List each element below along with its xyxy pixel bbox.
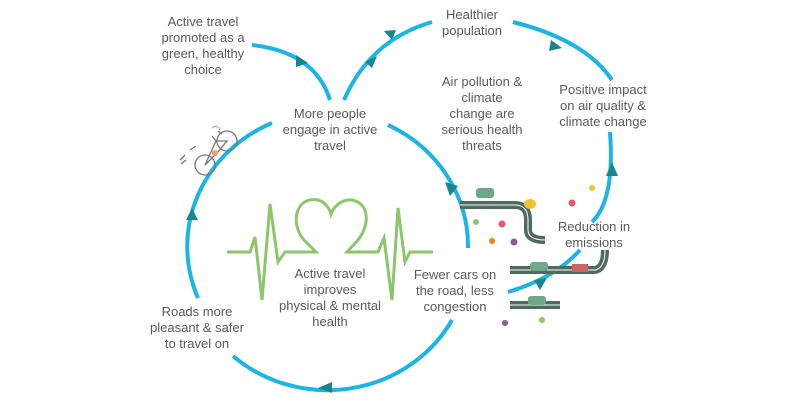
arc-promoted-to-more-people (251, 43, 332, 101)
node-promoted: Active travel promoted as a green, healt… (161, 14, 245, 77)
arrow-icon (606, 162, 618, 176)
arc-fewer-cars-to-roads (231, 319, 454, 393)
arc-reduction-to-positive (590, 131, 613, 224)
node-improves-health: Active travel improves physical & mental… (279, 266, 381, 329)
van-icon (476, 188, 494, 198)
arc-roads-to-more-people (185, 121, 273, 299)
node-roads-pleasant: Roads more pleasant & safer to travel on (150, 304, 244, 351)
truck-icon (572, 264, 588, 272)
tree-icon (510, 238, 518, 246)
node-fewer-cars: Fewer cars on the road, less congestion (413, 267, 497, 314)
arc-more-people-to-healthier (342, 20, 433, 101)
node-air-pollution: Air pollution & climate change are serio… (441, 74, 523, 153)
node-healthier-population: Healthier population (442, 7, 502, 38)
bicycle-icon (179, 125, 238, 176)
arrow-icon (296, 55, 308, 67)
arrow-icon (549, 40, 562, 51)
arrow-icon (365, 56, 377, 68)
node-positive-impact: Positive impact on air quality & climate… (559, 82, 647, 129)
tree-icon (568, 199, 576, 207)
node-reduction-emissions: Reduction in emissions (557, 219, 631, 250)
van-icon (528, 296, 546, 305)
heartbeat-heart-icon (227, 198, 433, 301)
arrow-icon (384, 30, 396, 40)
car-icon (524, 199, 536, 209)
arrow-icon (534, 278, 547, 290)
arc-more-people-to-fewer-cars (387, 123, 471, 249)
node-more-people: More people engage in active travel (282, 106, 378, 153)
tree-icon (473, 219, 479, 225)
tree-icon (589, 185, 595, 191)
tree-icon (502, 320, 508, 326)
tree-icon (539, 317, 545, 323)
arc-fewer-cars-to-reduction (507, 248, 582, 294)
road-scene-illustration (460, 185, 609, 326)
arrow-icon (186, 208, 198, 220)
van-icon (530, 262, 548, 271)
arrow-icon (445, 182, 458, 196)
tree-icon (489, 238, 495, 244)
arrow-icon (318, 382, 332, 393)
arc-positive-to-healthier (512, 20, 614, 82)
tree-icon (498, 220, 506, 228)
